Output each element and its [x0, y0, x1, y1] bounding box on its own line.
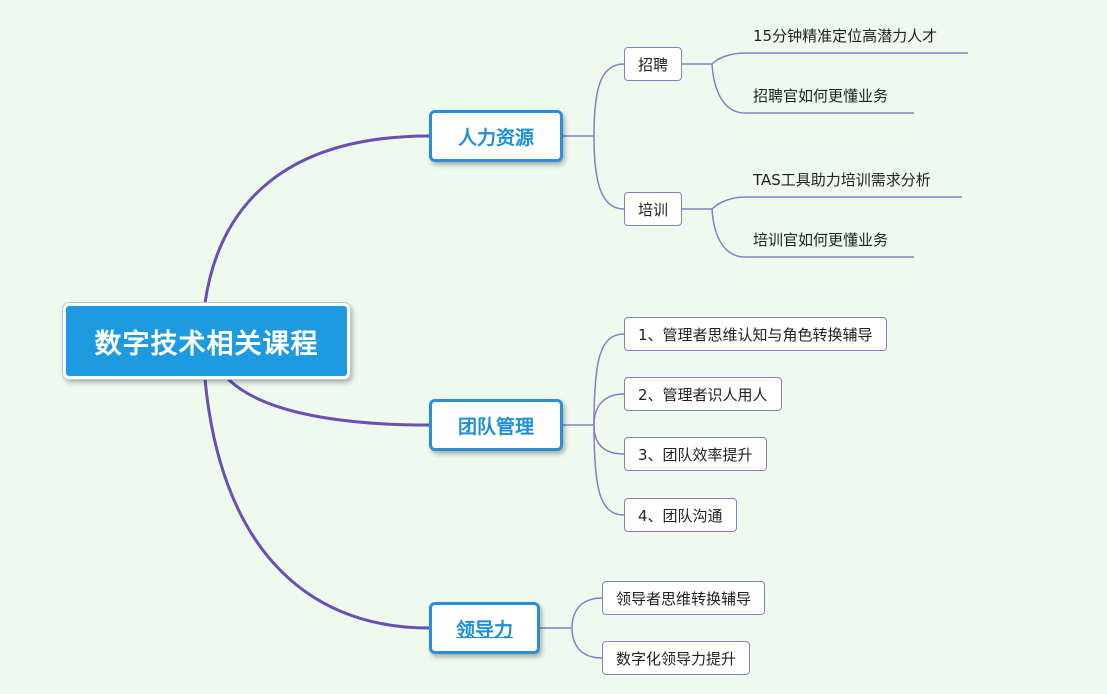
connector-root-lead — [203, 378, 430, 630]
subtopic-leadership-item[interactable]: 领导者思维转换辅导 — [602, 581, 766, 615]
subtopic-team-item[interactable]: 3、团队效率提升 — [624, 437, 767, 471]
subtopic-label: 领导者思维转换辅导 — [616, 589, 752, 608]
branch-label: 领导力 — [455, 618, 513, 641]
connector-root-team — [226, 377, 430, 427]
subtopic-label: 招聘 — [638, 55, 669, 74]
root-topic-label: 数字技术相关课程 — [94, 328, 319, 360]
subtopic-label: 4、团队沟通 — [638, 506, 723, 525]
leaf-topic[interactable]: 招聘官如何更懂业务 — [753, 87, 889, 105]
subtopic-label: 1、管理者思维认知与角色转换辅导 — [638, 325, 873, 344]
connector-recruit-leaf2 — [711, 63, 914, 114]
connector-train-leaf1 — [711, 196, 962, 210]
branch-label: 人力资源 — [457, 126, 534, 149]
connector-recruit-leaf1 — [711, 52, 968, 65]
connector-train-leaf2 — [711, 208, 914, 258]
connector-lead-item1 — [571, 597, 603, 629]
branch-human-resources[interactable]: 人力资源 — [429, 110, 563, 162]
subtopic-label: 数字化领导力提升 — [616, 649, 737, 668]
subtopic-training[interactable]: 培训 — [624, 192, 683, 226]
leaf-topic[interactable]: 培训官如何更懂业务 — [753, 231, 889, 249]
connector-team-item4 — [593, 424, 625, 516]
subtopic-team-item[interactable]: 4、团队沟通 — [624, 498, 737, 532]
subtopic-team-item[interactable]: 1、管理者思维认知与角色转换辅导 — [624, 317, 887, 351]
leaf-topic[interactable]: TAS工具助力培训需求分析 — [753, 171, 931, 189]
branch-label: 团队管理 — [457, 415, 534, 438]
connector-lead-item2 — [571, 627, 603, 659]
connector-team-item1 — [593, 333, 625, 426]
connector-root-hr — [203, 134, 430, 304]
connector-team-item3 — [593, 424, 625, 455]
subtopic-label: 3、团队效率提升 — [638, 445, 753, 464]
subtopic-label: 2、管理者识人用人 — [638, 385, 768, 404]
subtopic-recruitment[interactable]: 招聘 — [624, 47, 683, 81]
subtopic-leadership-item[interactable]: 数字化领导力提升 — [602, 641, 751, 675]
subtopic-team-item[interactable]: 2、管理者识人用人 — [624, 377, 782, 411]
root-topic[interactable]: 数字技术相关课程 — [63, 303, 350, 379]
connector-hr-recruit — [593, 63, 625, 137]
subtopic-label: 培训 — [638, 200, 669, 219]
leaf-topic[interactable]: 15分钟精准定位高潜力人才 — [753, 27, 938, 45]
connector-team-item2 — [593, 393, 625, 426]
connector-hr-train — [593, 135, 625, 210]
branch-leadership[interactable]: 领导力 — [429, 602, 540, 654]
branch-team-management[interactable]: 团队管理 — [429, 399, 563, 451]
